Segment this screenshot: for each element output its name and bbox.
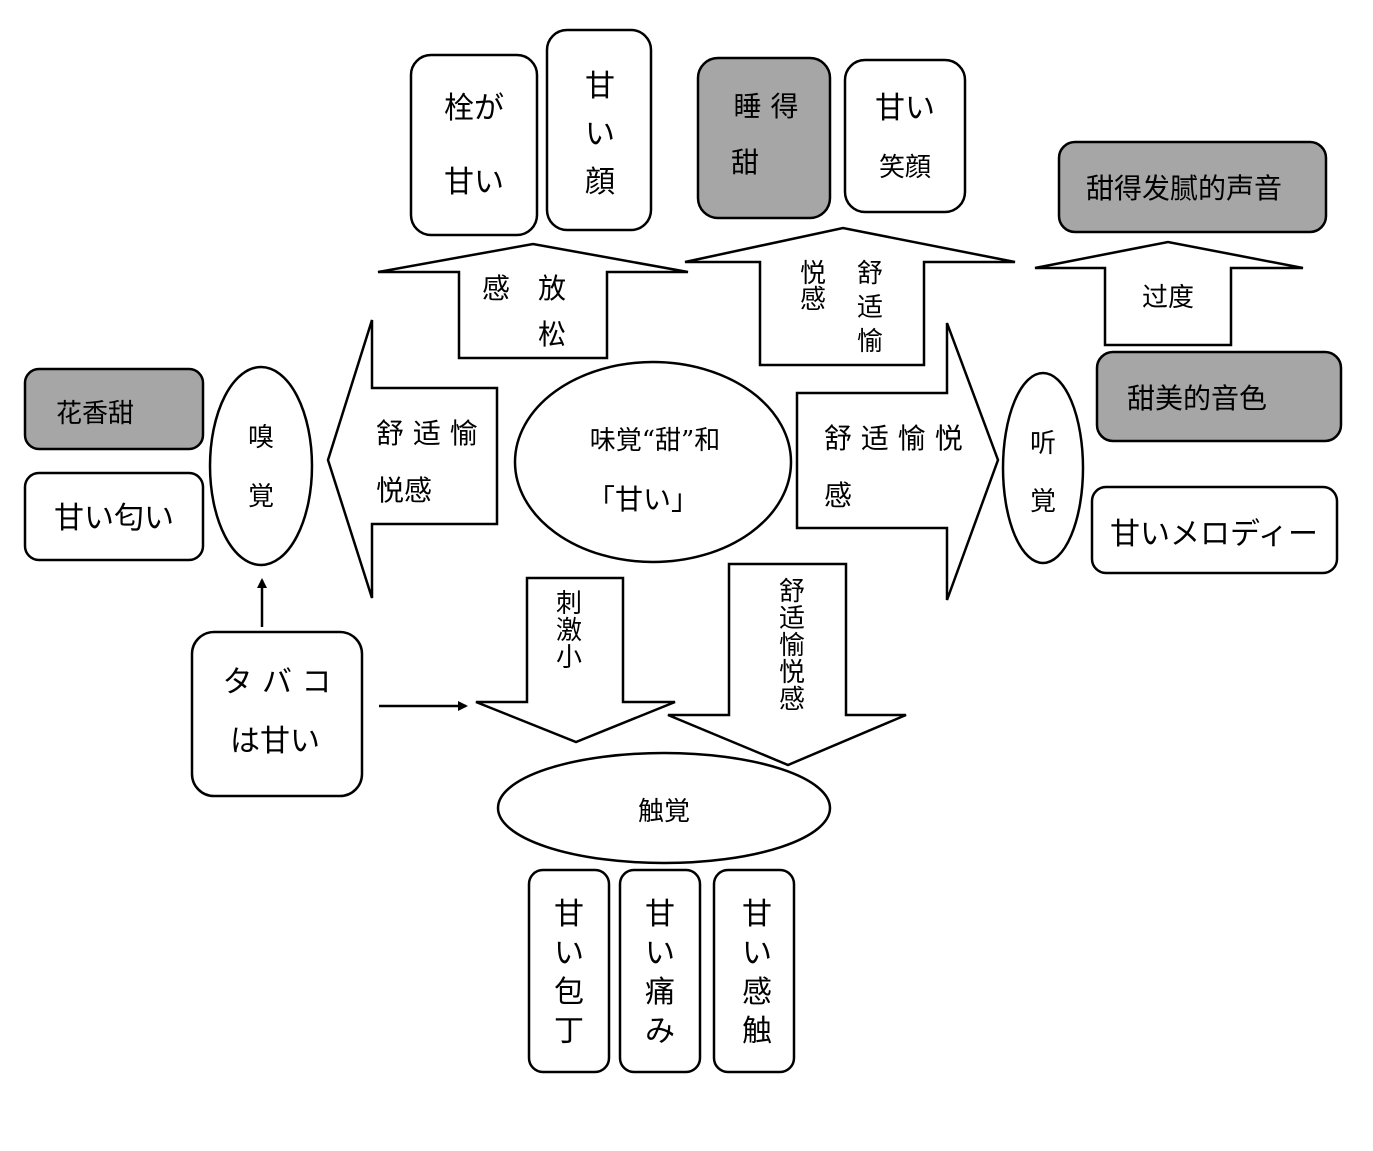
- box-amai-nioi: 甘い匂い: [23, 471, 205, 562]
- box-text: 触: [742, 1014, 772, 1049]
- box-text: 笑顔: [879, 153, 931, 183]
- arrow-text: 激: [556, 616, 582, 646]
- box-text: 甘: [645, 897, 675, 932]
- box-text: 痛: [645, 975, 675, 1010]
- arrow-down-low-stimulus: 刺 激 小: [475, 576, 676, 744]
- box-text: 甘いメロディー: [1110, 517, 1318, 552]
- box-amai-egao: 甘い 笑顔: [843, 58, 967, 214]
- box-text: 甜得发腻的声音: [1086, 172, 1282, 205]
- box-text: 花香甜: [56, 399, 134, 429]
- arrow-text: 感: [779, 685, 805, 715]
- box-amai-melody: 甘いメロディー: [1090, 485, 1339, 575]
- box-text: 甘: [554, 897, 584, 932]
- box-text: 丁: [554, 1014, 584, 1049]
- box-tian-de-fani: 甜得发腻的声音: [1057, 140, 1328, 234]
- arrow-text: 感: [800, 285, 826, 315]
- arrow-down-comfort: 舒 适 愉 悦 感: [667, 562, 907, 767]
- box-amai-kao: 甘 い 顔: [545, 28, 653, 232]
- box-text: 甘い: [444, 165, 504, 200]
- box-text: い: [585, 117, 615, 152]
- arrow-text: 过度: [1142, 283, 1194, 313]
- arrow-up-excess: 过度: [1034, 240, 1304, 347]
- box-text: 栓が: [444, 91, 504, 126]
- box-amai-itami: 甘 い 痛 み: [618, 868, 702, 1074]
- sense-text: 覚: [1030, 487, 1056, 517]
- arrow-text: 舒: [857, 259, 883, 289]
- box-nemuri-tian: 睡 得 甜: [696, 56, 832, 220]
- arrow-text: 适: [779, 604, 805, 634]
- arrow-text: 刺: [556, 589, 582, 619]
- arrow-text: 小: [556, 643, 582, 673]
- box-text: は甘い: [230, 724, 320, 759]
- box-text: 甘: [585, 69, 615, 104]
- box-text: い: [742, 936, 772, 971]
- box-amai-houchou: 甘 い 包 丁: [527, 868, 611, 1074]
- box-text: 感: [742, 975, 772, 1010]
- box-text: タ バ コ: [222, 665, 331, 700]
- sense-text: 听: [1030, 429, 1056, 459]
- arrow-text: 感: [824, 479, 852, 512]
- box-text: 睡 得: [734, 90, 799, 123]
- sense-touch: 触覚: [496, 751, 832, 865]
- box-tabako: タ バ コ は甘い: [190, 630, 364, 798]
- box-text: い: [554, 936, 584, 971]
- arrow-text: 舒 适 愉: [376, 417, 478, 450]
- box-text: 甘: [742, 897, 772, 932]
- sense-smell: 嗅 覚: [208, 365, 314, 567]
- box-sen-ga-amai: 栓が 甘い: [409, 53, 539, 237]
- arrow-text: 舒 适 愉 悦: [824, 422, 963, 455]
- box-text: 甜美的音色: [1127, 382, 1267, 415]
- arrow-text: 悦: [779, 658, 805, 688]
- box-text: 甘い匂い: [54, 501, 174, 536]
- box-text: 甜: [731, 146, 759, 179]
- arrow-text: 愉: [857, 327, 883, 357]
- arrow-text: 感: [482, 272, 510, 305]
- box-text: い: [645, 936, 675, 971]
- arrow-up-comfort: 悦 感 舒 适 愉: [684, 226, 1016, 367]
- arrow-text: 悦: [800, 259, 826, 289]
- arrow-up-relax: 感 放 松: [377, 242, 689, 360]
- arrow-left-smell: 舒 适 愉 悦感: [326, 319, 499, 599]
- arrow-right-hearing: 舒 适 愉 悦 感: [795, 322, 1000, 601]
- arrow-text: 舒: [779, 577, 805, 607]
- box-text: 甘い: [875, 91, 935, 126]
- sense-text: 覚: [248, 482, 274, 512]
- arrow-text: 适: [857, 293, 883, 323]
- box-tianmei-yinse: 甜美的音色: [1095, 350, 1343, 443]
- box-huaxiang-tian: 花香甜: [23, 367, 205, 451]
- box-amai-kanshoku: 甘 い 感 触: [712, 868, 796, 1074]
- box-text: 包: [554, 975, 584, 1010]
- arrow-text: 愉: [779, 631, 805, 661]
- arrow-text: 悦感: [376, 474, 432, 507]
- sense-hearing: 听 覚: [1001, 371, 1085, 565]
- arrow-text: 放: [538, 272, 566, 305]
- sense-text: 嗅: [248, 423, 274, 453]
- sense-text: 触覚: [638, 797, 690, 827]
- box-text: 顔: [585, 165, 615, 200]
- box-text: み: [645, 1014, 675, 1049]
- center-taste: 味覚“甜”和 「甘い」: [513, 360, 793, 564]
- center-text: 「甘い」: [587, 483, 699, 516]
- arrow-text: 松: [538, 318, 566, 351]
- center-text: 味覚“甜”和: [590, 426, 721, 456]
